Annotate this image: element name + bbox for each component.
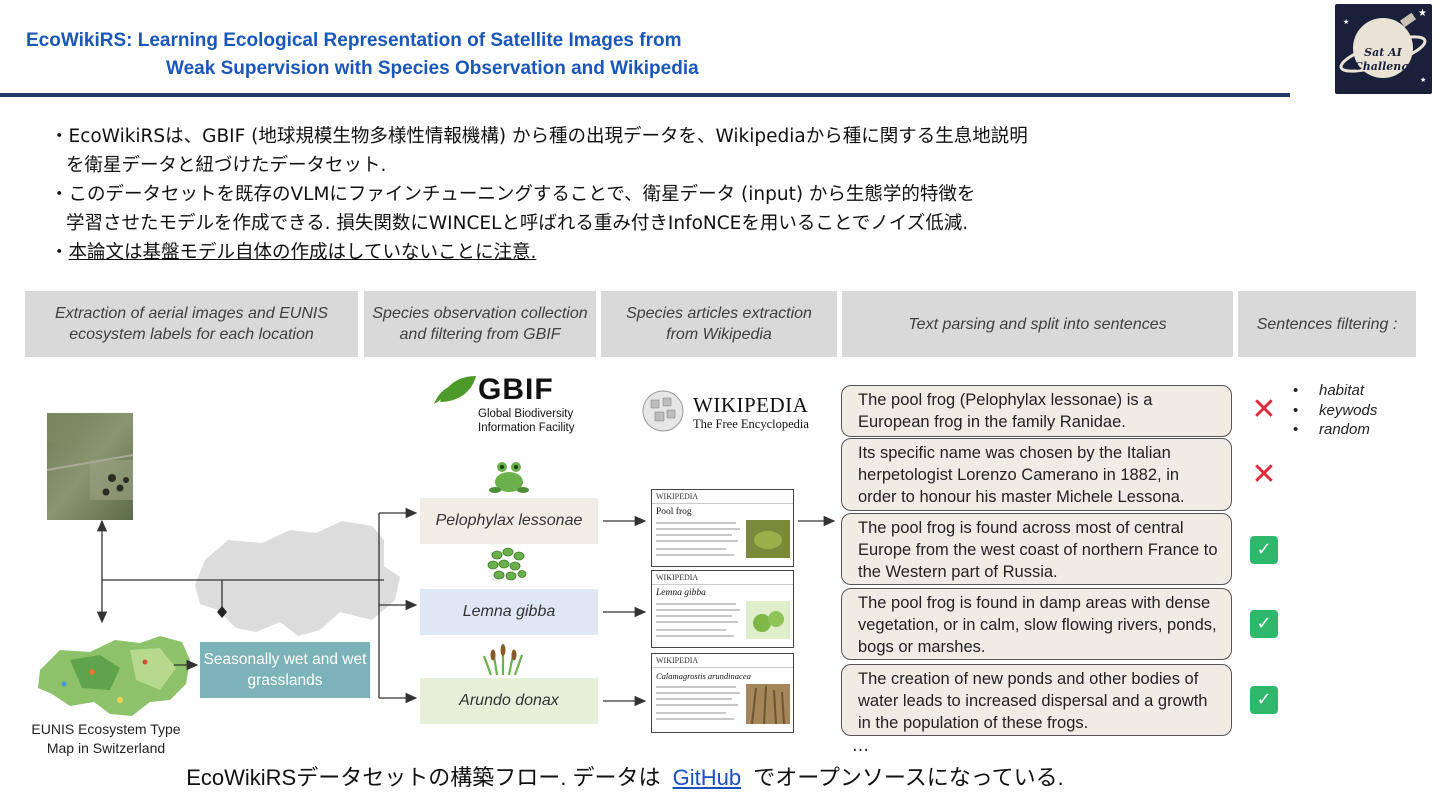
check-icon: ✓ bbox=[1250, 686, 1278, 714]
gbif-line-2: Information Facility bbox=[478, 422, 575, 434]
cross-icon: ✕ bbox=[1251, 457, 1277, 492]
cross-icon: ✕ bbox=[1251, 392, 1277, 427]
gbif-name: GBIF bbox=[478, 373, 554, 406]
slide-title: EcoWikiRS: Learning Ecological Represent… bbox=[26, 27, 699, 83]
title-line-2: Weak Supervision with Species Observatio… bbox=[166, 58, 699, 79]
bullet-3: ・本論文は基盤モデル自体の作成はしていないことに注意. bbox=[50, 238, 1028, 267]
filter-item: random bbox=[1293, 420, 1377, 440]
wikipedia-tagline: The Free Encyclopedia bbox=[693, 417, 809, 431]
thumb-title: Calamagrostis arundinacea bbox=[656, 671, 751, 681]
sentence-5: The creation of new ponds and other bodi… bbox=[841, 664, 1232, 736]
svg-text:★: ★ bbox=[1420, 76, 1426, 84]
header-parsing: Text parsing and split into sentences bbox=[842, 291, 1233, 357]
caption-text-after: でオープンソースになっている. bbox=[753, 765, 1064, 790]
thumb-site: WIKIPEDIA bbox=[652, 571, 793, 585]
duckweed-icon bbox=[487, 547, 527, 581]
filter-criteria-list: habitat keywods random bbox=[1293, 381, 1377, 440]
wikipedia-logo: WIKIPEDIA The Free Encyclopedia bbox=[693, 393, 809, 432]
svg-text:★: ★ bbox=[1418, 8, 1427, 19]
bullet-list: ・EcoWikiRSは、GBIF (地球規模生物多様性情報機構) から種の出現デ… bbox=[50, 122, 1028, 267]
thumb-body bbox=[656, 684, 790, 725]
wikipedia-globe-icon bbox=[642, 390, 684, 432]
title-divider bbox=[0, 93, 1290, 97]
thumb-site: WIKIPEDIA bbox=[652, 490, 793, 504]
reed-icon bbox=[482, 644, 524, 676]
gbif-logo: GBIF Global Biodiversity Information Fac… bbox=[478, 373, 575, 435]
check-icon: ✓ bbox=[1250, 610, 1278, 638]
more-sentences-ellipsis: … bbox=[852, 736, 869, 756]
sentence-1: The pool frog (Pelophylax lessonae) is a… bbox=[841, 385, 1232, 437]
filter-item: habitat bbox=[1293, 381, 1377, 401]
check-icon: ✓ bbox=[1250, 536, 1278, 564]
thumb-title: Lemna gibba bbox=[656, 588, 706, 598]
header-wikipedia: Species articles extraction from Wikiped… bbox=[601, 291, 837, 357]
bullet-2-line-2: 学習させたモデルを作成できる. 損失関数にWINCELと呼ばれる重み付きInfo… bbox=[66, 213, 969, 234]
bullet-1-line-1: ・EcoWikiRSは、GBIF (地球規模生物多様性情報機構) から種の出現デ… bbox=[50, 126, 1028, 147]
gbif-line-1: Global Biodiversity bbox=[478, 408, 574, 420]
bullet-3-prefix: ・ bbox=[50, 242, 69, 263]
sentence-4: The pool frog is found in damp areas wit… bbox=[841, 588, 1232, 660]
wiki-thumbnail-pool-frog: WIKIPEDIA Pool frog bbox=[651, 489, 794, 567]
wiki-thumbnail-lemna: WIKIPEDIA Lemna gibba bbox=[651, 570, 794, 648]
figure-caption: EcoWikiRSデータセットの構築フロー. データは GitHub でオープン… bbox=[0, 760, 1250, 792]
gbif-leaf-icon bbox=[434, 376, 476, 404]
eunis-map-caption: EUNIS Ecosystem Type Map in Switzerland bbox=[31, 721, 181, 756]
bullet-3-note: 本論文は基盤モデル自体の作成はしていないことに注意. bbox=[68, 242, 537, 263]
sentence-3: The pool frog is found across most of ce… bbox=[841, 513, 1232, 585]
aerial-image bbox=[46, 413, 134, 520]
svg-text:Challenge: Challenge bbox=[1354, 60, 1416, 73]
svg-text:★: ★ bbox=[1343, 18, 1349, 26]
sat-ai-challenge-logo: ★ ★ ★ Sat AI Challenge bbox=[1335, 4, 1432, 94]
filter-item: keywods bbox=[1293, 401, 1377, 421]
wikipedia-name: WIKIPEDIA bbox=[693, 393, 809, 417]
thumb-body bbox=[656, 601, 790, 639]
frog-icon bbox=[489, 462, 529, 493]
eunis-map bbox=[38, 636, 190, 716]
title-line-1: EcoWikiRS: Learning Ecological Represent… bbox=[26, 30, 682, 51]
species-arundo: Arundo donax bbox=[420, 678, 598, 724]
bullet-2-line-1: ・このデータセットを既存のVLMにファインチューニングすることで、衛星データ (… bbox=[50, 184, 976, 205]
sentence-2: Its specific name was chosen by the Ital… bbox=[841, 438, 1232, 511]
species-pelophylax: Pelophylax lessonae bbox=[420, 498, 598, 544]
header-gbif: Species observation collection and filte… bbox=[364, 291, 596, 357]
bullet-1-line-2: を衛星データと紐づけたデータセット. bbox=[66, 155, 387, 176]
header-extraction: Extraction of aerial images and EUNIS ec… bbox=[25, 291, 358, 357]
ecosystem-label: Seasonally wet and wet grasslands bbox=[200, 642, 370, 698]
switzerland-silhouette bbox=[195, 521, 400, 636]
thumb-title: Pool frog bbox=[656, 507, 692, 517]
header-filtering: Sentences filtering : bbox=[1238, 291, 1416, 357]
wiki-thumbnail-arundo: WIKIPEDIA Calamagrostis arundinacea bbox=[651, 653, 794, 733]
thumb-body bbox=[656, 520, 790, 558]
logo-lettering: Sat AI bbox=[1364, 46, 1403, 59]
github-link[interactable]: GitHub bbox=[672, 765, 742, 790]
thumb-site: WIKIPEDIA bbox=[652, 654, 793, 668]
caption-text-before: EcoWikiRSデータセットの構築フロー. データは bbox=[186, 765, 661, 790]
species-lemna: Lemna gibba bbox=[420, 589, 598, 635]
